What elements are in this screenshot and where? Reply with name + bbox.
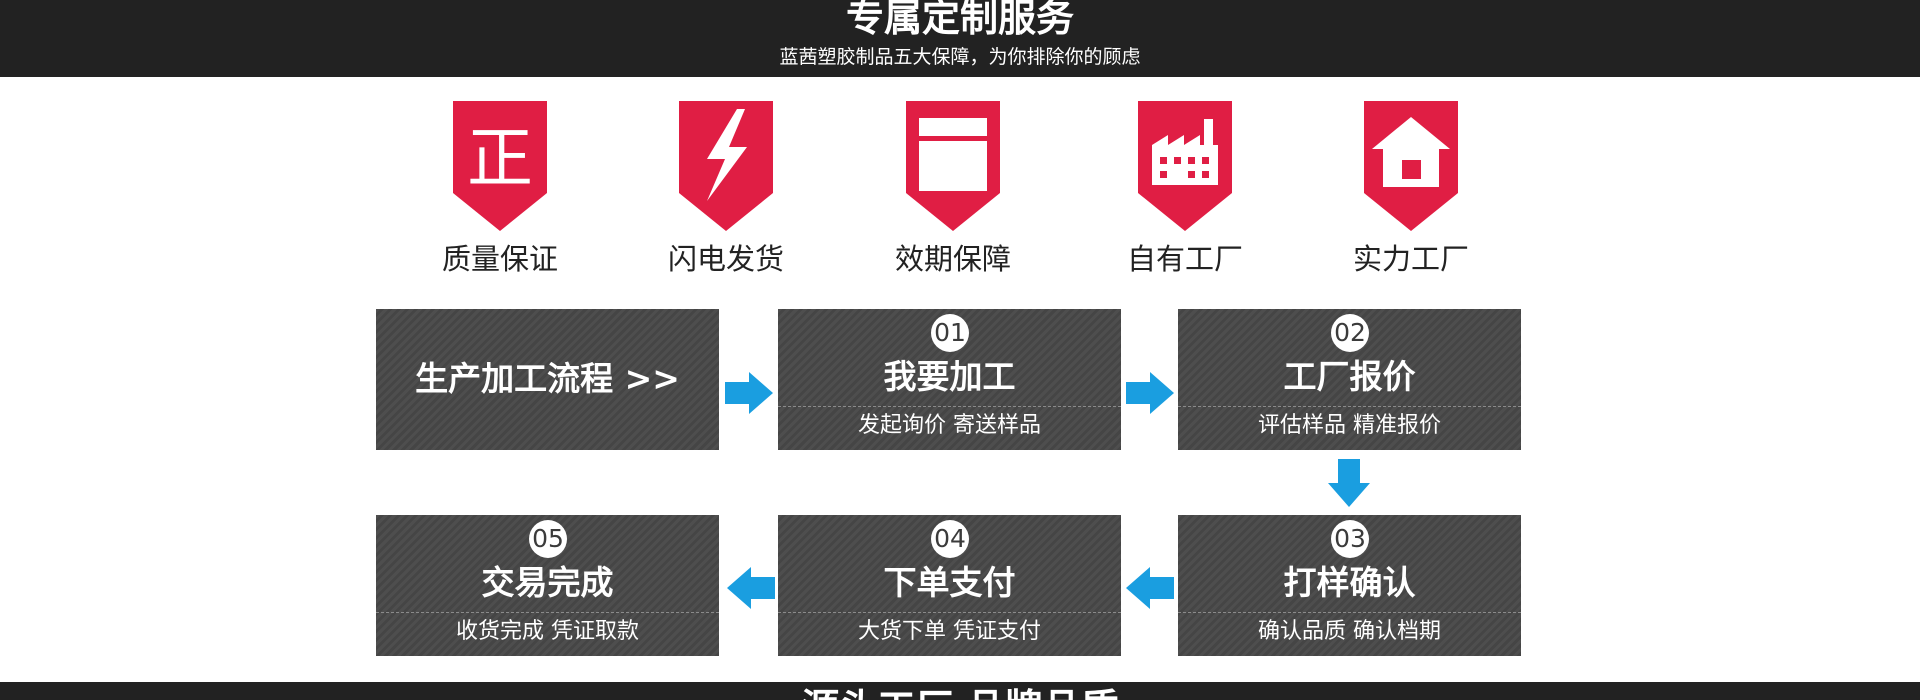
step-description: 发起询价 寄送样品	[858, 413, 1041, 438]
process-step-03: 03 打样确认 确认品质 确认档期	[1178, 515, 1521, 656]
step-number: 04	[931, 520, 969, 558]
step-title: 我要加工	[883, 357, 1016, 396]
step-divider	[376, 612, 719, 613]
step-number: 05	[529, 520, 567, 558]
process-title: 生产加工流程 >>	[415, 359, 680, 398]
footer-title: 源头工厂 品牌品质	[0, 686, 1920, 700]
process-step-02: 02 工厂报价 评估样品 精准报价	[1178, 309, 1521, 450]
step-title: 交易完成	[481, 563, 614, 602]
step-number: 01	[931, 314, 969, 352]
guarantee-label: 质量保证	[441, 242, 558, 276]
arrow-right-icon	[1126, 372, 1174, 414]
arrow-left-icon	[727, 567, 775, 609]
guarantee-label: 效期保障	[894, 242, 1011, 276]
step-description: 大货下单 凭证支付	[858, 619, 1041, 644]
step-title: 打样确认	[1283, 563, 1416, 602]
step-divider	[778, 612, 1121, 613]
arrow-down-icon	[1328, 459, 1370, 507]
process-step-04: 04 下单支付 大货下单 凭证支付	[778, 515, 1121, 656]
process-title-box: 生产加工流程 >>	[376, 309, 719, 450]
guarantee-label: 实力工厂	[1352, 242, 1469, 276]
step-divider	[778, 406, 1121, 407]
step-number: 03	[1331, 520, 1369, 558]
step-number: 02	[1331, 314, 1369, 352]
step-title: 工厂报价	[1283, 357, 1416, 396]
guarantee-label: 自有工厂	[1126, 242, 1243, 276]
step-divider	[1178, 406, 1521, 407]
badge-glyph: 正	[467, 120, 533, 197]
arrow-left-icon	[1126, 567, 1174, 609]
footer-banner: 源头工厂 品牌品质	[0, 682, 1920, 700]
zheng-char-icon: 正	[453, 101, 547, 231]
header-subtitle: 蓝茜塑胶制品五大保障，为你排除你的顾虑	[779, 46, 1141, 68]
factory-icon	[1138, 101, 1232, 231]
header-banner: 专属定制服务 蓝茜塑胶制品五大保障，为你排除你的顾虑	[0, 0, 1920, 77]
step-description: 确认品质 确认档期	[1258, 619, 1441, 644]
arrow-right-icon	[725, 372, 773, 414]
process-step-05: 05 交易完成 收货完成 凭证取款	[376, 515, 719, 656]
step-description: 评估样品 精准报价	[1258, 413, 1441, 438]
step-description: 收货完成 凭证取款	[456, 619, 639, 644]
window-icon	[906, 101, 1000, 231]
process-step-01: 01 我要加工 发起询价 寄送样品	[778, 309, 1121, 450]
step-divider	[1178, 612, 1521, 613]
step-title: 下单支付	[883, 563, 1016, 602]
house-icon	[1364, 101, 1458, 231]
guarantee-label: 闪电发货	[667, 242, 784, 276]
header-title: 专属定制服务	[845, 0, 1074, 40]
lightning-icon	[679, 101, 773, 231]
